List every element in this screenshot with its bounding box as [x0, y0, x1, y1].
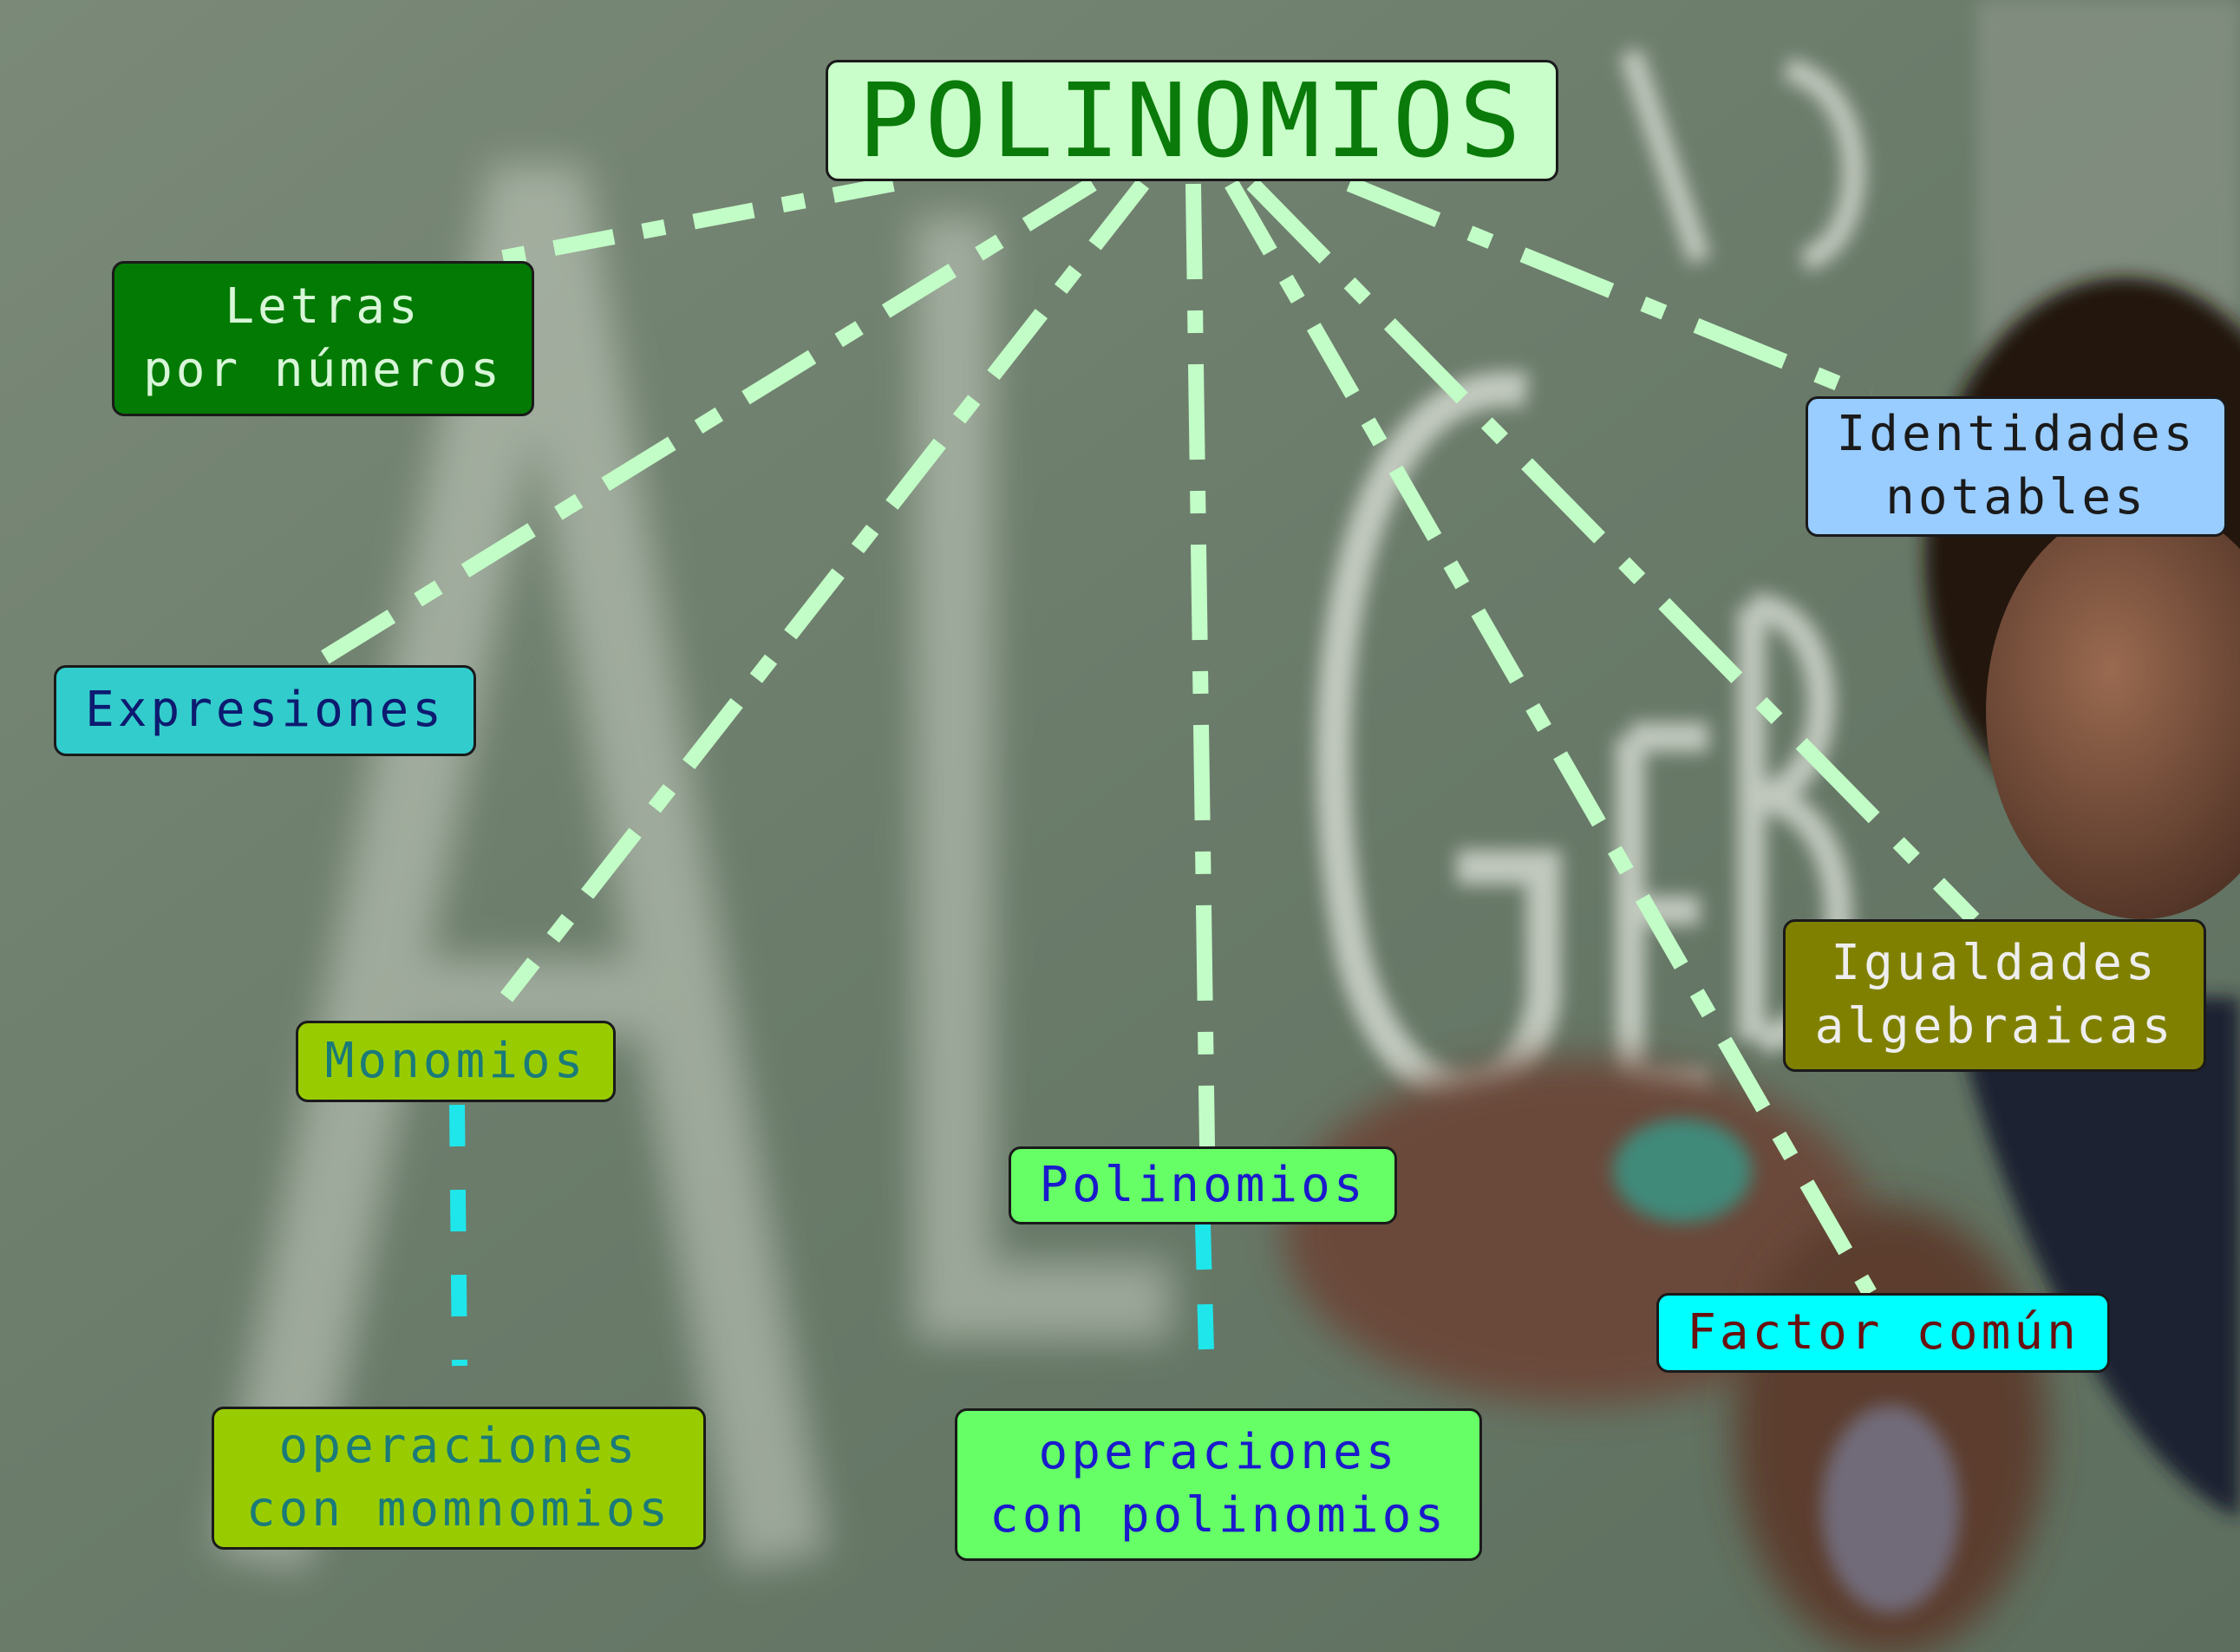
letras-por-numeros-node[interactable]: Letras por números — [112, 261, 534, 416]
operaciones-con-monomios-node[interactable]: operaciones con momnomios — [212, 1407, 706, 1550]
connector-polinomios-op — [1195, 1224, 1215, 1384]
identidades-notables-node[interactable]: Identidades notables — [1806, 396, 2227, 537]
factor-comun-node[interactable]: Factor común — [1656, 1293, 2110, 1373]
connector-root-expresiones — [308, 177, 1097, 672]
connector-root-identidades — [1346, 176, 1873, 404]
connector-root-monomios — [500, 179, 1150, 1002]
connector-lines — [308, 176, 1980, 1384]
connector-root-polinomios — [1185, 183, 1215, 1147]
operaciones-con-polinomios-node[interactable]: operaciones con polinomios — [955, 1408, 1482, 1561]
igualdades-algebraicas-node[interactable]: Igualdades algebraicas — [1783, 919, 2206, 1072]
monomios-node[interactable]: Monomios — [296, 1021, 616, 1102]
root-concept-node[interactable]: POLINOMIOS — [826, 60, 1558, 181]
polinomios-node[interactable]: Polinomios — [1009, 1146, 1397, 1224]
expresiones-node[interactable]: Expresiones — [54, 665, 476, 756]
connector-root-factor — [1224, 180, 1877, 1297]
connector-root-igualdades — [1246, 178, 1980, 925]
